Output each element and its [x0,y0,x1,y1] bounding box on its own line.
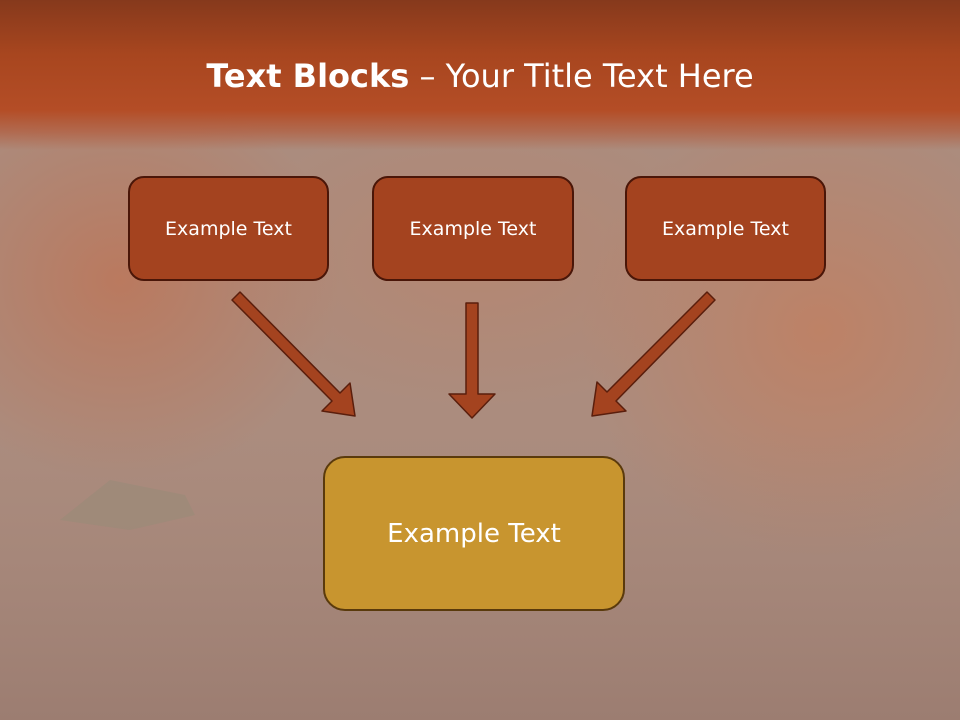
target-text-block[interactable]: Example Text [323,456,625,611]
text-block-3[interactable]: Example Text [625,176,826,281]
arrow-right-diagonal [591,291,716,417]
text-block-1-label: Example Text [165,217,292,240]
title-banner [0,0,960,150]
text-block-2[interactable]: Example Text [372,176,574,281]
target-text-block-label: Example Text [387,518,561,549]
arrow-left-diagonal [231,291,356,417]
text-block-1[interactable]: Example Text [128,176,329,281]
arrow-center-down [448,302,496,419]
slide-title: Text Blocks – Your Title Text Here [0,52,960,100]
text-block-3-label: Example Text [662,217,789,240]
slide-title-bold: Text Blocks [206,57,410,95]
text-block-2-label: Example Text [409,217,537,240]
slide-title-rest: – Your Title Text Here [409,57,754,95]
